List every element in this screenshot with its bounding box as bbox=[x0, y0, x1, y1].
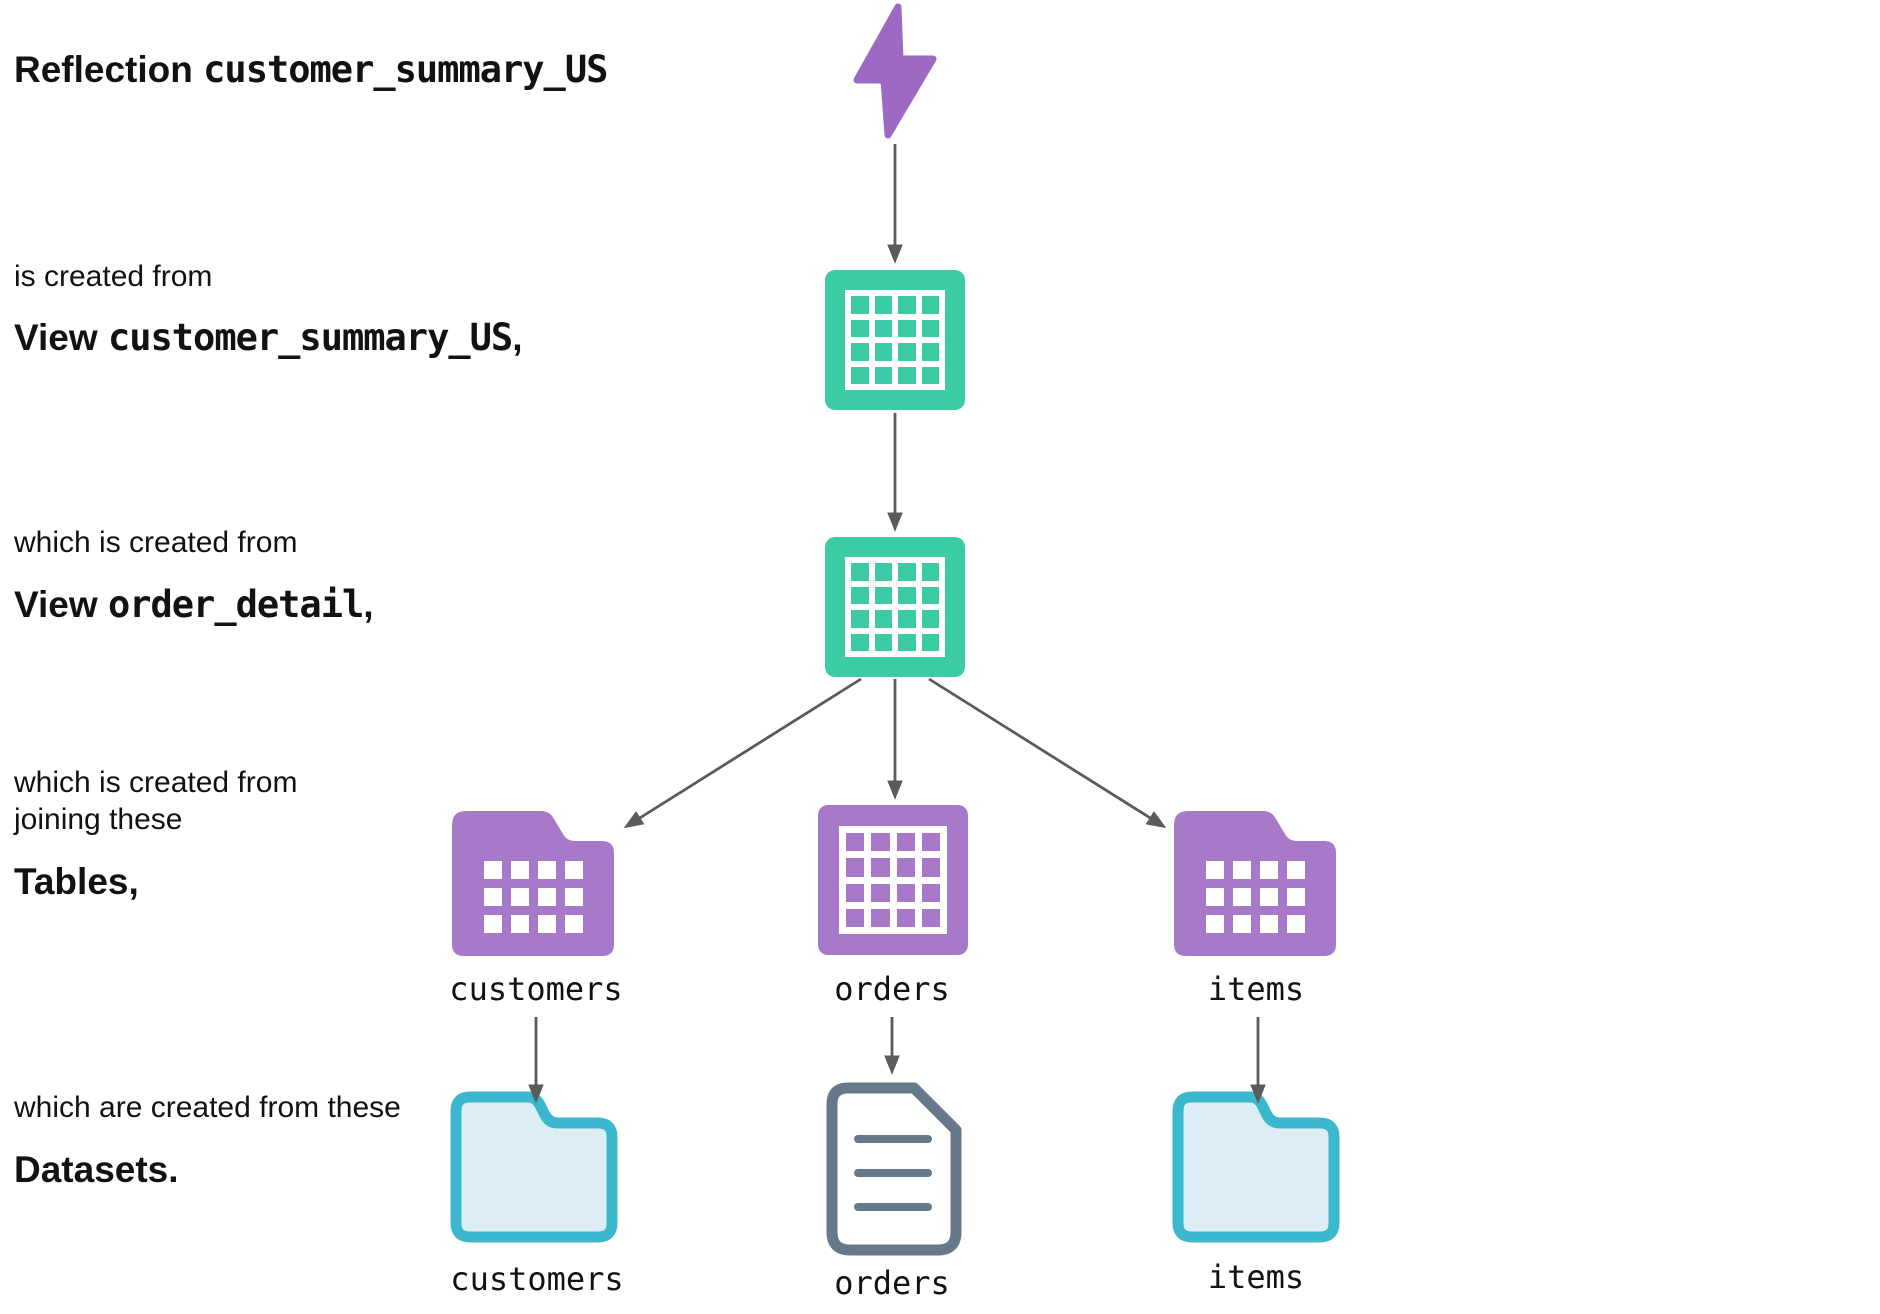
caption-strong-2: View order_detail, bbox=[14, 583, 374, 627]
caption-strong-3: Tables, bbox=[14, 861, 139, 902]
caption-strong-1: View customer_summary_US, bbox=[14, 316, 522, 360]
dataset-customers-label: customers bbox=[450, 1260, 624, 1298]
table-grid-cells bbox=[845, 557, 945, 657]
caption-lead-2: which is created from bbox=[14, 526, 298, 559]
table-orders table-grid-icon bbox=[818, 805, 968, 955]
caption-1-view-name: customer_summary_US bbox=[107, 316, 513, 359]
caption-2-kind: View bbox=[14, 584, 108, 625]
caption-lead-1: is created from bbox=[14, 260, 213, 293]
view-order-detail-icon table-grid-icon bbox=[825, 537, 965, 677]
caption-strong-4: Datasets. bbox=[14, 1149, 179, 1190]
caption-1-kind: View bbox=[14, 317, 108, 358]
caption-2-view-name: order_detail bbox=[107, 583, 364, 626]
dataset-orders document-icon bbox=[826, 1082, 962, 1256]
title-prefix: Reflection bbox=[14, 49, 204, 90]
table-customers-label: customers bbox=[449, 970, 623, 1008]
arrow-view2-to-customers bbox=[623, 677, 862, 829]
dataset-items folder-icon bbox=[1172, 1091, 1340, 1243]
dataset-orders-label: orders bbox=[834, 1264, 950, 1302]
caption-1-suffix: , bbox=[512, 317, 523, 358]
dataset-items-label: items bbox=[1207, 1258, 1305, 1296]
table-grid-cells bbox=[845, 290, 945, 390]
caption-lead-4: which are created from these bbox=[14, 1091, 401, 1124]
dataset-customers folder-icon bbox=[450, 1091, 618, 1243]
table-orders-label: orders bbox=[834, 970, 950, 1008]
table-grid-cells bbox=[839, 826, 947, 934]
caption-2-suffix: , bbox=[363, 584, 374, 625]
diagram-title: Reflection customer_summary_US bbox=[14, 48, 608, 92]
view-customer-summary-us-icon table-grid-icon bbox=[825, 270, 965, 410]
table-items folder-grid-icon bbox=[1174, 811, 1336, 956]
table-items-label: items bbox=[1207, 970, 1305, 1008]
arrow-view2-to-items bbox=[928, 677, 1167, 829]
caption-lead-3: which is created from joining these bbox=[14, 766, 298, 836]
table-customers folder-grid-icon bbox=[452, 811, 614, 956]
lightning-bolt-icon bbox=[853, 3, 937, 139]
title-reflection-name: customer_summary_US bbox=[203, 48, 608, 91]
